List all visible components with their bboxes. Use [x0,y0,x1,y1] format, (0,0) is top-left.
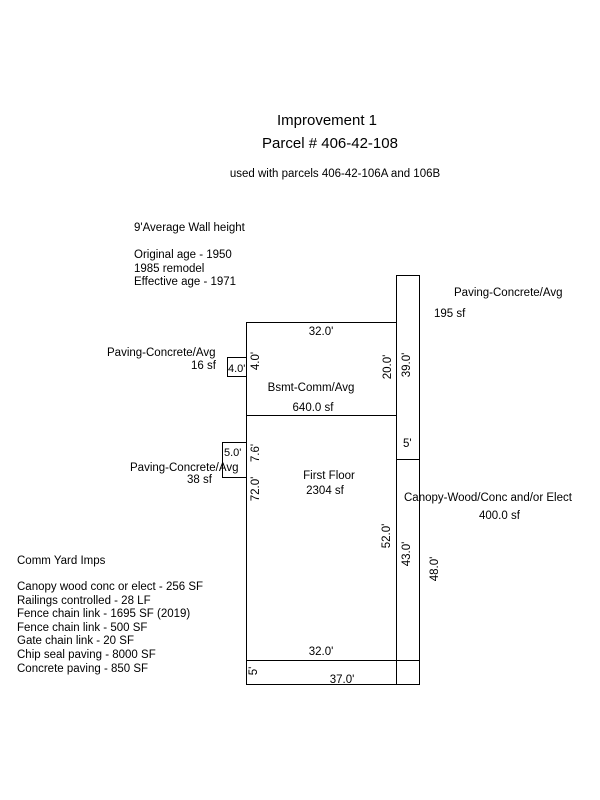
dim-canopy-43: 43.0' [401,541,413,567]
wall-height-note: 9'Average Wall height [134,222,245,234]
dim-ff-right-52: 52.0' [381,523,393,549]
basement-size: 640.0 sf [292,402,334,414]
yard-item: Canopy wood conc or elect - 256 SF [17,581,204,593]
canopy-label: Canopy-Wood/Conc and/or Elect [404,492,572,504]
dim-bottom-37: 37.0' [329,674,355,686]
remodel-year: 1985 remodel [134,263,205,275]
small-paving-outline [227,357,247,377]
bottom-extension-outline [246,660,420,685]
dim-left-7-6: 7.6' [250,443,262,463]
dim-left-72: 72.0' [250,476,262,502]
dim-ff-bottom: 32.0' [308,646,334,658]
dim-strip-39: 39.0' [401,352,413,378]
basement-label: Bsmt-Comm/Avg [267,382,355,394]
first-floor-label: First Floor [303,470,355,482]
dim-strip-5: 5' [403,438,412,450]
parcel-number: Parcel # 406-42-108 [262,135,398,152]
original-age: Original age - 1950 [134,249,232,261]
dim-canopy-48: 48.0' [429,556,441,582]
page-title: Improvement 1 [276,112,378,129]
yard-item: Chip seal paving - 8000 SF [17,649,156,661]
paving-small-size: 16 sf [191,360,216,372]
dim-bsmt-left: 4.0' [250,351,262,371]
effective-age: Effective age - 1971 [134,276,237,288]
dim-bsmt-right: 20.0' [382,354,394,380]
yard-title: Comm Yard Imps [17,555,106,567]
yard-item: Fence chain link - 500 SF [17,622,148,634]
canopy-size: 400.0 sf [479,510,520,522]
paving-left-size: 38 sf [187,474,212,486]
paving-right-size: 195 sf [434,308,466,320]
paving-small-label: Paving-Concrete/Avg [107,347,216,359]
yard-item: Railings controlled - 28 LF [17,595,151,607]
yard-item: Concrete paving - 850 SF [17,663,149,675]
paving-right-label: Paving-Concrete/Avg [454,287,563,299]
first-floor-size: 2304 sf [306,485,344,497]
paving-left-label: Paving-Concrete/Avg [130,462,239,474]
yard-item: Gate chain link - 20 SF [17,635,134,647]
dim-left-box: 5.0' [224,447,242,459]
first-floor-outline [246,415,397,661]
dim-bottom-5: 5' [248,666,260,676]
dim-bsmt-top: 32.0' [308,326,334,338]
left-paving-outline [222,442,247,478]
yard-item: Fence chain link - 1695 SF (2019) [17,608,191,620]
dim-small-box: 4.0' [228,363,246,375]
parcel-note: used with parcels 406-42-106A and 106B [229,168,441,180]
